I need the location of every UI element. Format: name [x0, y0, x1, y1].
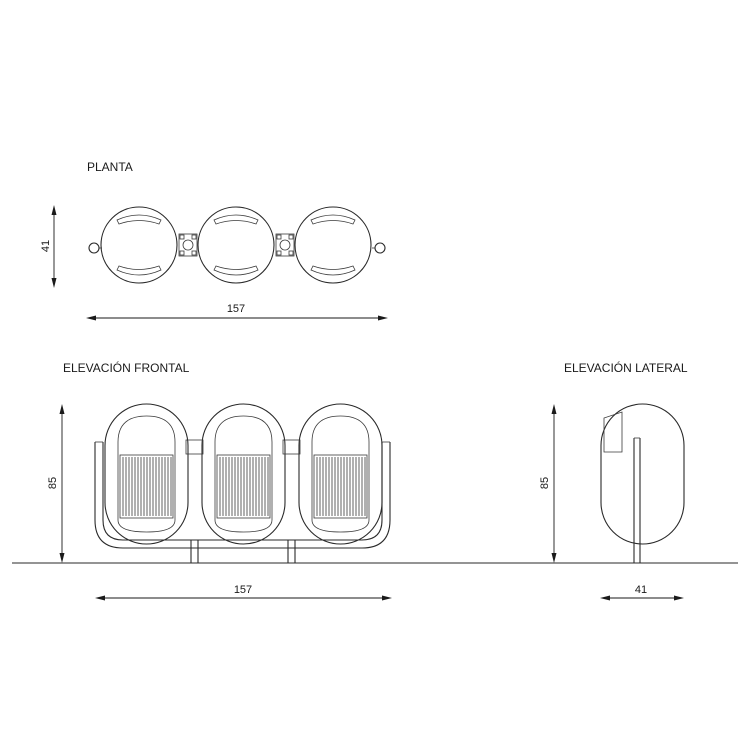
side-width-label: 41 [635, 584, 647, 596]
side-post [633, 437, 641, 563]
front-bin-2 [201, 403, 286, 545]
front-title: ELEVACIÓN FRONTAL [63, 360, 190, 375]
front-clamp-2 [282, 439, 301, 455]
plan-lid-top-3 [310, 214, 356, 225]
side-width-dimension: 41 [600, 584, 684, 601]
plan-connector-2 [275, 233, 295, 257]
front-leg-1 [190, 540, 199, 563]
plan-view: PLANTA [40, 160, 388, 321]
plan-end-post-left [88, 242, 100, 254]
plan-lid-bottom-3 [310, 265, 356, 276]
plan-connector-1 [178, 233, 198, 257]
front-width-label: 157 [234, 584, 252, 596]
plan-bin-3 [294, 206, 372, 284]
plan-lid-top-2 [213, 214, 259, 225]
front-leg-2 [287, 540, 296, 563]
front-bin-slats [122, 457, 366, 516]
front-clamp-1 [185, 439, 204, 455]
front-height-dimension: 85 [47, 404, 65, 563]
side-height-label: 85 [539, 477, 551, 489]
plan-width-dimension: 157 [86, 303, 388, 321]
side-bin-body [600, 403, 685, 545]
front-view: ELEVACIÓN FRONTAL [12, 360, 738, 601]
front-bin-1 [104, 403, 189, 545]
plan-lid-bottom-1 [116, 265, 162, 276]
plan-bin-1 [100, 206, 178, 284]
plan-depth-dimension: 41 [40, 205, 57, 288]
front-bin-3 [298, 403, 383, 545]
front-frame [94, 442, 391, 549]
plan-depth-label: 41 [40, 240, 52, 252]
front-height-label: 85 [47, 477, 59, 489]
side-lid [603, 411, 623, 453]
side-title: ELEVACIÓN LATERAL [564, 360, 688, 375]
plan-width-label: 157 [227, 303, 245, 315]
plan-end-post-right [374, 242, 386, 254]
plan-title: PLANTA [87, 160, 133, 174]
plan-lid-top-1 [116, 214, 162, 225]
side-height-dimension: 85 [539, 404, 557, 563]
plan-bins [88, 206, 386, 284]
plan-bin-2 [197, 206, 275, 284]
front-width-dimension: 157 [95, 584, 392, 601]
plan-lid-bottom-2 [213, 265, 259, 276]
side-view: ELEVACIÓN LATERAL 85 41 [539, 360, 688, 601]
